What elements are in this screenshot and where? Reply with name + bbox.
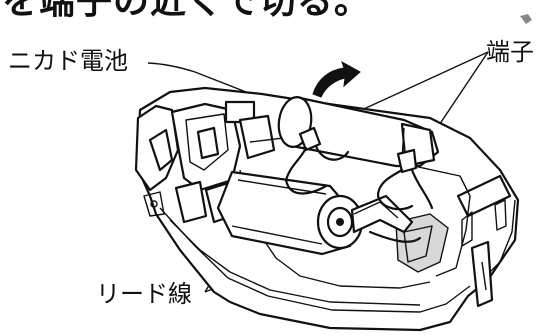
nicd-battery: [277, 96, 440, 174]
label-terminal: 端子: [486, 38, 534, 66]
label-nicd-battery: ニカド電池: [8, 47, 128, 75]
lead-wires: [284, 144, 434, 243]
instruction-text: を端子の近くで切る。: [2, 0, 371, 22]
corner-mark: [520, 14, 532, 24]
label-lead-wire: リード線: [96, 280, 192, 308]
curved-arrow-icon: [312, 60, 361, 98]
